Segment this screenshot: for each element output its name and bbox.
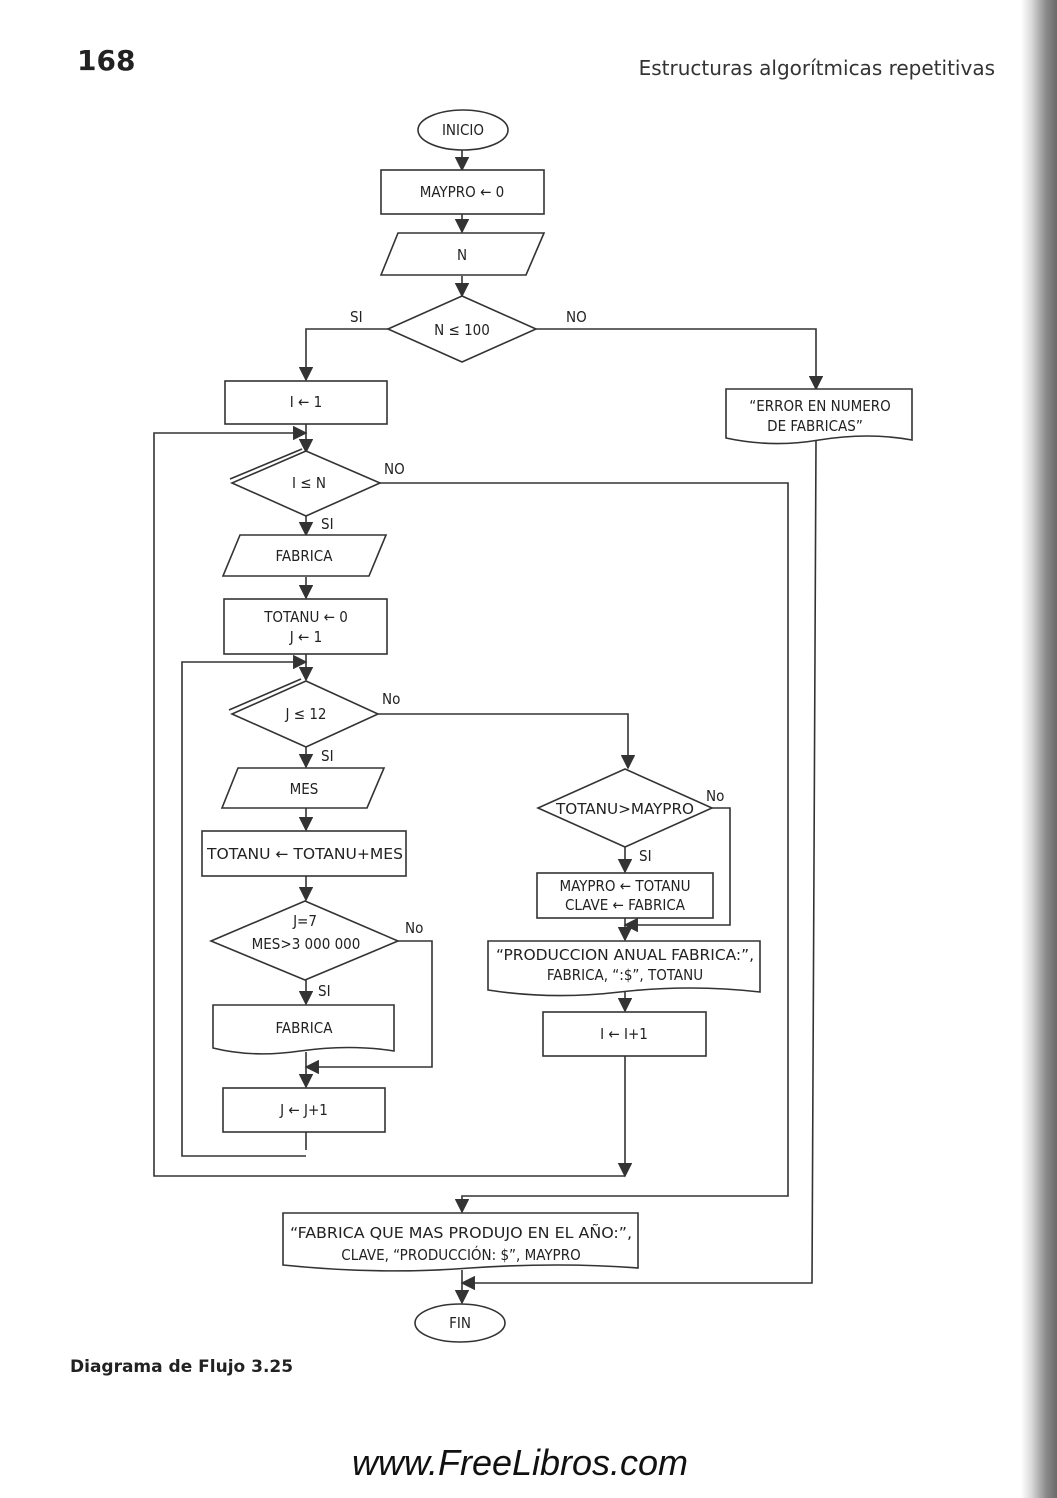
svg-text:J ← J+1: J ← J+1: [279, 1101, 328, 1119]
node-i-inc: I ← I+1: [542, 1011, 707, 1057]
svg-text:MES: MES: [290, 780, 319, 798]
label-si-mes: SI: [318, 982, 331, 1000]
label-no-totanu: No: [706, 787, 724, 805]
label-no-n: NO: [566, 308, 587, 326]
svg-text:I ← 1: I ← 1: [290, 393, 322, 411]
label-si-j: SI: [321, 747, 334, 765]
node-error-output: “ERROR EN NUMERO DE FABRICAS”: [725, 388, 913, 445]
svg-text:TOTANU>MAYPRO: TOTANU>MAYPRO: [555, 800, 694, 818]
decision-mes: J=7 MES>3 000 000: [208, 900, 401, 981]
svg-text:J ≤ 12: J ≤ 12: [284, 705, 326, 723]
svg-text:I ← I+1: I ← I+1: [600, 1025, 648, 1043]
svg-text:CLAVE ← FABRICA: CLAVE ← FABRICA: [565, 896, 686, 914]
node-j-inc: J ← J+1: [222, 1087, 386, 1133]
node-i-init: I ← 1: [224, 380, 388, 425]
decision-totanu: TOTANU>MAYPRO: [536, 768, 714, 848]
svg-text:MAYPRO ← TOTANU: MAYPRO ← TOTANU: [559, 877, 690, 895]
flowchart-diagram: INICIO MAYPRO ← 0 N N ≤ 100 SI NO I ← 1 …: [153, 109, 913, 1343]
node-totanu-init: TOTANU ← 0 J ← 1: [223, 598, 388, 655]
node-fin: FIN: [414, 1303, 506, 1343]
label-no-mes: No: [405, 919, 423, 937]
svg-text:INICIO: INICIO: [442, 121, 484, 139]
watermark-link[interactable]: www.FreeLibros.com: [351, 1442, 689, 1483]
svg-text:N ≤ 100: N ≤ 100: [434, 321, 490, 339]
svg-text:FABRICA: FABRICA: [276, 547, 334, 565]
node-print-final: “FABRICA QUE MAS PRODUJO EN EL AÑO:”, CL…: [282, 1212, 639, 1272]
svg-text:FIN: FIN: [449, 1314, 471, 1332]
label-si-i: SI: [321, 515, 334, 533]
svg-text:N: N: [457, 246, 467, 264]
connector-lines: [153, 150, 824, 1305]
decision-n: N ≤ 100: [386, 295, 538, 363]
svg-text:MAYPRO ← 0: MAYPRO ← 0: [420, 183, 505, 201]
node-totanu-acc: TOTANU ← TOTANU+MES: [201, 830, 407, 877]
node-read-fabrica: FABRICA: [221, 534, 388, 577]
svg-text:TOTANU ← 0: TOTANU ← 0: [263, 608, 348, 626]
page-edge-shadow: [1021, 0, 1057, 1498]
svg-text:FABRICA: FABRICA: [276, 1019, 334, 1037]
node-inicio: INICIO: [417, 109, 509, 151]
svg-text:CLAVE, “PRODUCCIÓN: $”, MAYPRO: CLAVE, “PRODUCCIÓN: $”, MAYPRO: [341, 1245, 580, 1264]
svg-text:MES>3 000 000: MES>3 000 000: [252, 935, 361, 953]
svg-text:TOTANU ← TOTANU+MES: TOTANU ← TOTANU+MES: [206, 845, 403, 863]
label-no-i: NO: [384, 460, 405, 478]
label-si-n: SI: [350, 308, 363, 326]
svg-text:“ERROR EN NUMERO: “ERROR EN NUMERO: [749, 397, 891, 415]
svg-text:FABRICA, “:$”, TOTANU: FABRICA, “:$”, TOTANU: [547, 966, 703, 984]
running-head: Estructuras algorítmicas repetitivas: [638, 56, 995, 80]
svg-text:DE FABRICAS”: DE FABRICAS”: [767, 417, 863, 435]
page-number: 168: [77, 44, 136, 77]
svg-text:I ≤ N: I ≤ N: [292, 474, 326, 492]
svg-text:“FABRICA QUE MAS PRODUJO EN EL: “FABRICA QUE MAS PRODUJO EN EL AÑO:”,: [290, 1223, 632, 1242]
node-print-produccion: “PRODUCCION ANUAL FABRICA:”, FABRICA, “:…: [487, 940, 761, 997]
node-assign-maypro: MAYPRO ← TOTANU CLAVE ← FABRICA: [536, 872, 714, 919]
decision-j: J ≤ 12: [228, 678, 380, 748]
svg-text:J ← 1: J ← 1: [289, 628, 322, 646]
svg-text:“PRODUCCION ANUAL FABRICA:”,: “PRODUCCION ANUAL FABRICA:”,: [496, 946, 754, 964]
svg-text:J=7: J=7: [292, 912, 317, 930]
node-print-fabrica: FABRICA: [212, 1004, 395, 1055]
label-si-totanu: SI: [639, 847, 652, 865]
node-read-mes: MES: [220, 767, 386, 809]
node-maypro-init: MAYPRO ← 0: [380, 169, 545, 215]
node-read-n: N: [379, 232, 546, 276]
decision-i: I ≤ N: [229, 448, 382, 517]
label-no-j: No: [382, 690, 400, 708]
figure-caption: Diagrama de Flujo 3.25: [70, 1357, 294, 1377]
